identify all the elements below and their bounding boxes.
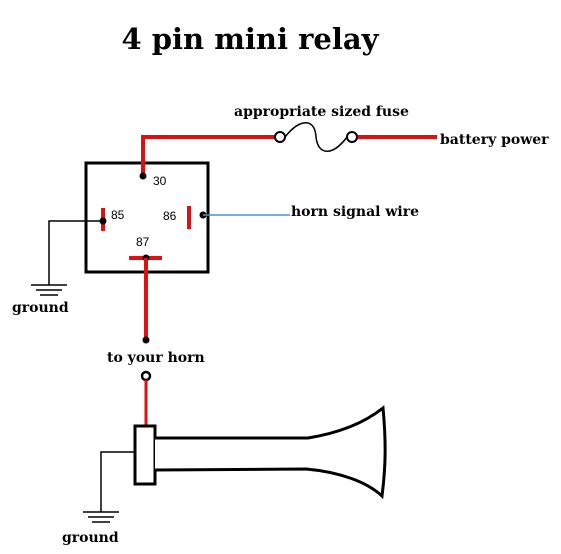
pin-86-label: 86 [163, 209, 177, 223]
title: 4 pin mini relay [121, 22, 379, 56]
horn-feed-end [142, 336, 150, 344]
pin-30-terminal [139, 172, 147, 180]
ground-top-label: ground [12, 300, 69, 316]
horn-trumpet [154, 405, 387, 500]
to-horn-label: to your horn [107, 350, 205, 366]
pin-85-label: 85 [111, 208, 125, 222]
ground-symbol-bottom [83, 511, 119, 523]
fuse-label: appropriate sized fuse [234, 104, 409, 120]
power-wire [141, 135, 278, 176]
horn-terminal [140, 370, 152, 382]
ground-symbol-top [31, 284, 67, 296]
fuse [274, 122, 358, 152]
pin-87-label: 87 [136, 235, 150, 249]
ground-wire-bottom [100, 451, 135, 512]
ground-bottom-label: ground [62, 530, 119, 546]
horn-signal-label: horn signal wire [291, 204, 420, 220]
pin-30-label: 30 [153, 174, 167, 188]
ground-wire-top [48, 220, 103, 285]
battery-label: battery power [440, 132, 549, 148]
horn-base [133, 424, 157, 486]
